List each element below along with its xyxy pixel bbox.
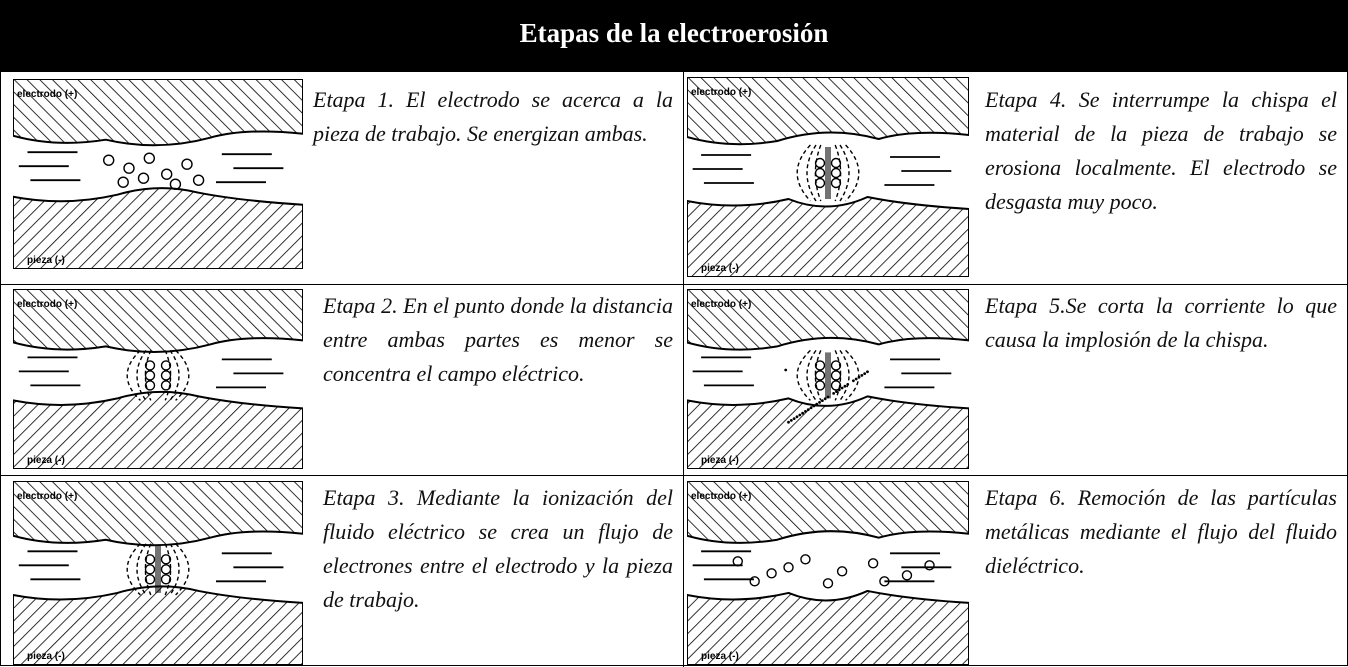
svg-text:pieza (-): pieza (-) <box>701 263 739 274</box>
svg-text:electrodo (+): electrodo (+) <box>691 491 751 502</box>
stage-5-illustration: electrodo (+) pieza (-) <box>687 289 969 469</box>
stage-2-illustration: electrodo (+) pieza (-) <box>13 289 303 469</box>
table-header: Etapas de la electroerosión <box>1 1 1347 71</box>
svg-text:electrodo (+): electrodo (+) <box>17 299 77 310</box>
stage-1-description: Etapa 1. El electrodo se acerca a la pie… <box>313 87 673 146</box>
column-divider <box>683 71 684 667</box>
svg-text:electrodo (+): electrodo (+) <box>17 491 77 502</box>
row-divider <box>1 71 1347 72</box>
svg-text:electrodo (+): electrodo (+) <box>691 87 751 98</box>
row-divider <box>1 475 1347 476</box>
svg-text:electrodo (+): electrodo (+) <box>691 299 751 310</box>
stage-6-illustration: electrodo (+) pieza (-) <box>687 481 969 665</box>
stage-3-description: Etapa 3. Mediante la ionización del flui… <box>323 485 673 612</box>
stage-4-illustration: electrodo (+) pieza (-) <box>687 77 969 277</box>
svg-text:pieza (-): pieza (-) <box>27 651 65 662</box>
svg-text:pieza (-): pieza (-) <box>701 455 739 466</box>
stage-6-description: Etapa 6. Remoción de las partículas metá… <box>985 485 1337 578</box>
svg-text:pieza (-): pieza (-) <box>27 255 65 266</box>
stage-2-description: Etapa 2. En el punto donde la distancia … <box>323 293 673 386</box>
svg-text:electrodo (+): electrodo (+) <box>17 89 77 100</box>
svg-text:pieza (-): pieza (-) <box>27 455 65 466</box>
table-title: Etapas de la electroerosión <box>519 18 829 48</box>
stage-3-illustration: electrodo (+) pieza (-) <box>13 481 303 665</box>
stage-5-description: Etapa 5.Se corta la corriente lo que cau… <box>985 293 1337 352</box>
stage-1-illustration: electrodo (+) pieza (-) <box>13 79 303 269</box>
svg-text:pieza (-): pieza (-) <box>701 651 739 662</box>
stage-4-description: Etapa 4. Se interrumpe la chispa el mate… <box>985 87 1337 214</box>
row-divider <box>1 284 1347 285</box>
